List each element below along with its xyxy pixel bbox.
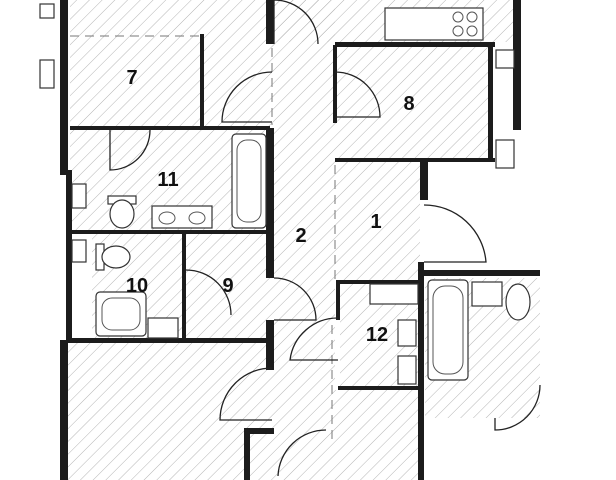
doors — [109, 0, 541, 477]
wall-1-right — [418, 262, 424, 480]
wall-room8-right — [488, 45, 493, 160]
wall-12-top — [338, 280, 423, 284]
room-12-label: 12 — [366, 324, 388, 346]
room-1-label: 1 — [370, 211, 381, 233]
room-9-label: 9 — [222, 275, 233, 297]
wall-10-9 — [182, 232, 186, 340]
wall-7-right — [200, 34, 204, 126]
room-bottom-mid-floor — [335, 390, 420, 480]
cabinet-right-2 — [495, 139, 515, 169]
stove-burner-4 — [466, 25, 478, 37]
room-1-floor — [335, 160, 420, 280]
toilet-right — [505, 283, 531, 321]
wall-12-left — [336, 280, 340, 320]
fixtures — [39, 3, 531, 385]
room-8-label: 8 — [403, 93, 414, 115]
sink-room11 — [151, 205, 213, 229]
shower-room10-inner — [101, 297, 141, 331]
wall-left-mid — [66, 170, 72, 340]
wall-11-bottom — [70, 230, 270, 234]
door-corridor-top — [273, 0, 319, 45]
shower-room10 — [95, 291, 147, 337]
sink-room11-bowl-a — [158, 211, 176, 225]
door-right-bath — [494, 384, 541, 431]
wall-right-mid — [420, 160, 428, 200]
wall-12-bottom — [338, 386, 423, 390]
wall-bottom-stub — [244, 428, 274, 434]
door-room8 — [334, 71, 381, 118]
cabinet-left-4 — [71, 239, 87, 263]
bathtub-room11 — [231, 133, 267, 229]
outer-wall-left-bottom — [60, 340, 68, 480]
wall-corridor-left-b — [266, 128, 274, 278]
room-2-floor — [270, 0, 335, 480]
wall-room8-left — [333, 45, 337, 123]
door-room9-b — [273, 277, 317, 321]
wall-right-upper — [513, 0, 521, 130]
toilet-room11-bowl — [109, 199, 135, 229]
wall-room8-bottom — [335, 158, 495, 162]
kitchen-counter — [384, 7, 484, 41]
sink-room12-a — [369, 283, 419, 305]
stove-burner-3 — [452, 25, 464, 37]
door-entrance — [423, 204, 487, 263]
wall-bottom-stub-v — [244, 428, 250, 480]
room-bottom-left-floor — [65, 342, 270, 480]
cabinet-right-1 — [495, 49, 515, 69]
door-room9 — [185, 269, 232, 316]
cabinet-left-2 — [39, 59, 55, 89]
wall-7-bottom — [70, 126, 270, 130]
wall-bottom-mid — [68, 338, 270, 343]
wall-corridor-left-c — [266, 320, 274, 370]
toilet-room10-bowl — [101, 245, 131, 269]
wall-corridor-left-a — [266, 0, 274, 44]
room-9-floor — [184, 232, 270, 340]
bathtub-right-inner — [432, 285, 464, 375]
outer-wall-left-top — [60, 0, 68, 175]
room-8-floor — [335, 45, 490, 160]
bathtub-room11-inner — [236, 139, 262, 223]
wall-room8-top — [335, 42, 495, 47]
sink-room11-bowl-b — [188, 211, 206, 225]
door-room7 — [109, 129, 151, 171]
bathtub-right — [427, 279, 469, 381]
walls — [60, 0, 540, 480]
door-corridor-left — [221, 71, 273, 123]
sink-right — [471, 281, 503, 307]
sink-room10 — [147, 317, 179, 339]
room-labels: 7 8 11 2 1 10 9 12 — [126, 67, 415, 346]
zone-lines — [70, 35, 336, 440]
door-room12 — [289, 317, 339, 361]
room-7-label: 7 — [126, 67, 137, 89]
stove-burner-2 — [466, 11, 478, 23]
cabinet-left-3 — [71, 183, 87, 209]
sink-room12-b — [397, 355, 417, 385]
room-10-label: 10 — [126, 275, 148, 297]
cabinet-left-1 — [39, 3, 55, 19]
room-11-label: 11 — [157, 169, 178, 191]
stove-burner-1 — [452, 11, 464, 23]
room-7-floor — [70, 0, 270, 128]
door-bottom-corridor — [277, 429, 327, 477]
room-2-label: 2 — [295, 225, 306, 247]
wall-bath-top — [420, 270, 540, 276]
toilet-room12 — [397, 319, 417, 347]
door-bottom-left — [219, 367, 273, 421]
